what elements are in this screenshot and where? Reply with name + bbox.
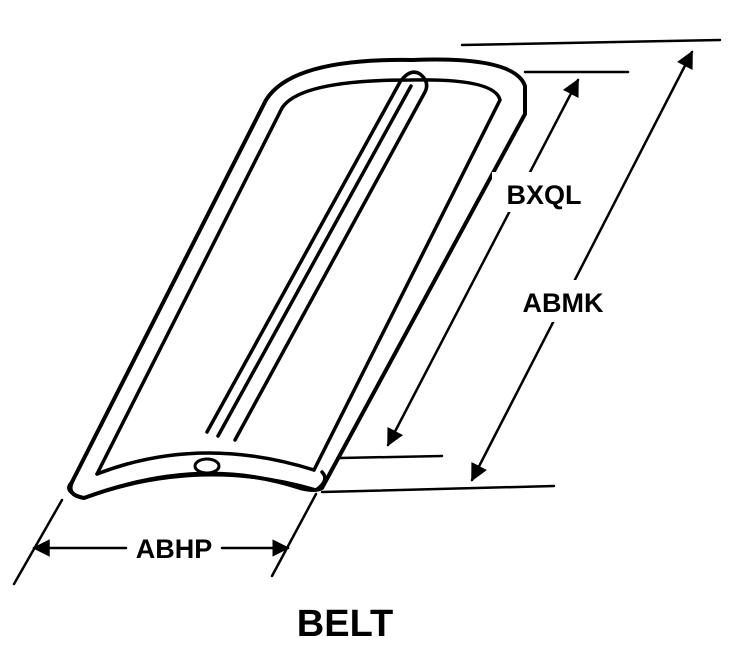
- dimension-label-abhp: ABHP: [136, 534, 213, 564]
- dimension-label-abmk: ABMK: [523, 288, 604, 318]
- dimension-label-bxql: BXQL: [506, 180, 581, 210]
- belt-body: [67, 57, 527, 500]
- dimension-abmk: ABMK: [320, 38, 722, 494]
- diagram-title: BELT: [297, 603, 393, 645]
- dimension-abhp: ABHP: [12, 492, 318, 586]
